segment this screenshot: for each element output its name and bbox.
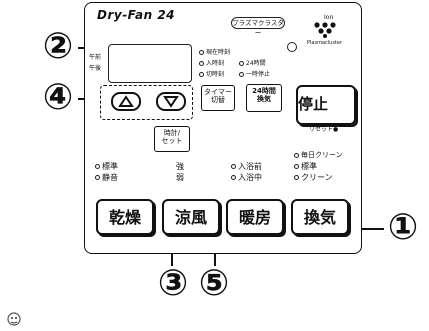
option-label: クリーン [301, 173, 333, 182]
plasma-indicator-led [287, 42, 297, 52]
dry-option-quiet: 静音 [95, 173, 118, 182]
option-label: 強 [176, 162, 184, 171]
vent-option-daily-clean: 毎日クリーン [294, 151, 343, 160]
option-label: 標準 [102, 162, 118, 171]
indicator-dot-icon [199, 61, 204, 66]
indicator-dot-icon [95, 164, 100, 169]
indicator-dot-icon [294, 164, 299, 169]
cool-option-weak: 弱 [176, 173, 184, 182]
callout-1: ① [387, 207, 419, 248]
indicator-current-time: 現在時刻 [199, 49, 230, 56]
dry-button[interactable]: 乾燥 [96, 199, 154, 235]
indicator-on-time: 入時刻 [199, 60, 224, 67]
indicator-off-time: 切時刻 [199, 71, 224, 78]
character-icon [7, 312, 21, 326]
up-button[interactable] [111, 92, 141, 111]
indicator-dot-icon [239, 61, 244, 66]
vent-24h-button[interactable]: 24時間 換気 [246, 84, 282, 112]
option-label: 毎日クリーン [301, 151, 343, 159]
heat-option-before-bath: 入浴前 [231, 162, 262, 171]
up-down-button-group [100, 85, 193, 120]
stop-button[interactable]: 停止 [296, 85, 356, 125]
indicator-24h: 24時間 [239, 60, 266, 67]
option-label: 静音 [102, 173, 118, 182]
heat-option-during-bath: 入浴中 [231, 173, 262, 182]
heat-button[interactable]: 暖房 [226, 199, 284, 235]
option-label: 入浴中 [238, 173, 262, 182]
indicator-dot-icon [231, 164, 236, 169]
vent-button[interactable]: 換気 [291, 199, 349, 235]
indicator-label: 現在時刻 [206, 49, 231, 56]
indicator-label: 24時間 [246, 60, 266, 67]
logo-ion-text: Ion [324, 14, 334, 21]
indicator-dot-icon [239, 72, 244, 77]
lcd-pm-label: 午後 [89, 65, 102, 72]
down-button[interactable] [156, 92, 186, 111]
dry-option-standard: 標準 [95, 162, 118, 171]
callout-4: ④ [42, 77, 74, 118]
clock-set-button[interactable]: 時計/ セット [154, 126, 190, 152]
triangle-down-icon [163, 96, 179, 108]
lcd-am-label: 午前 [89, 54, 102, 61]
indicator-dot-icon [199, 50, 204, 55]
indicator-pause: 一時停止 [239, 71, 270, 78]
indicator-label: 入時刻 [206, 60, 225, 67]
indicator-dot-icon [231, 175, 236, 180]
brand-title: Dry-Fan 24 [97, 8, 176, 22]
callout-5: ⑤ [198, 263, 230, 304]
reset-label: リセット● [309, 126, 339, 133]
option-label: 入浴前 [238, 162, 262, 171]
plasma-cluster-label: プラズマクラスター [231, 17, 285, 37]
indicator-label: 切時刻 [206, 71, 225, 78]
indicator-dot-icon [199, 72, 204, 77]
plasmacluster-logo: Ion Plasmacluster [307, 14, 347, 50]
callout-3: ③ [157, 263, 189, 304]
option-label: 弱 [176, 173, 184, 182]
cool-option-strong: 強 [176, 162, 184, 171]
timer-switch-button[interactable]: タイマー 切替 [201, 85, 235, 111]
callout-2: ② [42, 26, 74, 67]
cool-button[interactable]: 涼風 [162, 199, 220, 235]
indicator-dot-icon [294, 175, 299, 180]
indicator-label: 一時停止 [246, 71, 271, 78]
triangle-up-icon [118, 95, 134, 107]
lcd-display [108, 44, 192, 83]
option-label: 標準 [301, 162, 317, 171]
logo-sub-text: Plasmacluster [307, 40, 343, 46]
indicator-dot-icon [95, 175, 100, 180]
vent-option-standard: 標準 [294, 162, 317, 171]
logo-dots-icon [314, 22, 336, 38]
vent-option-clean: クリーン [294, 173, 333, 182]
indicator-dot-icon [294, 152, 299, 158]
